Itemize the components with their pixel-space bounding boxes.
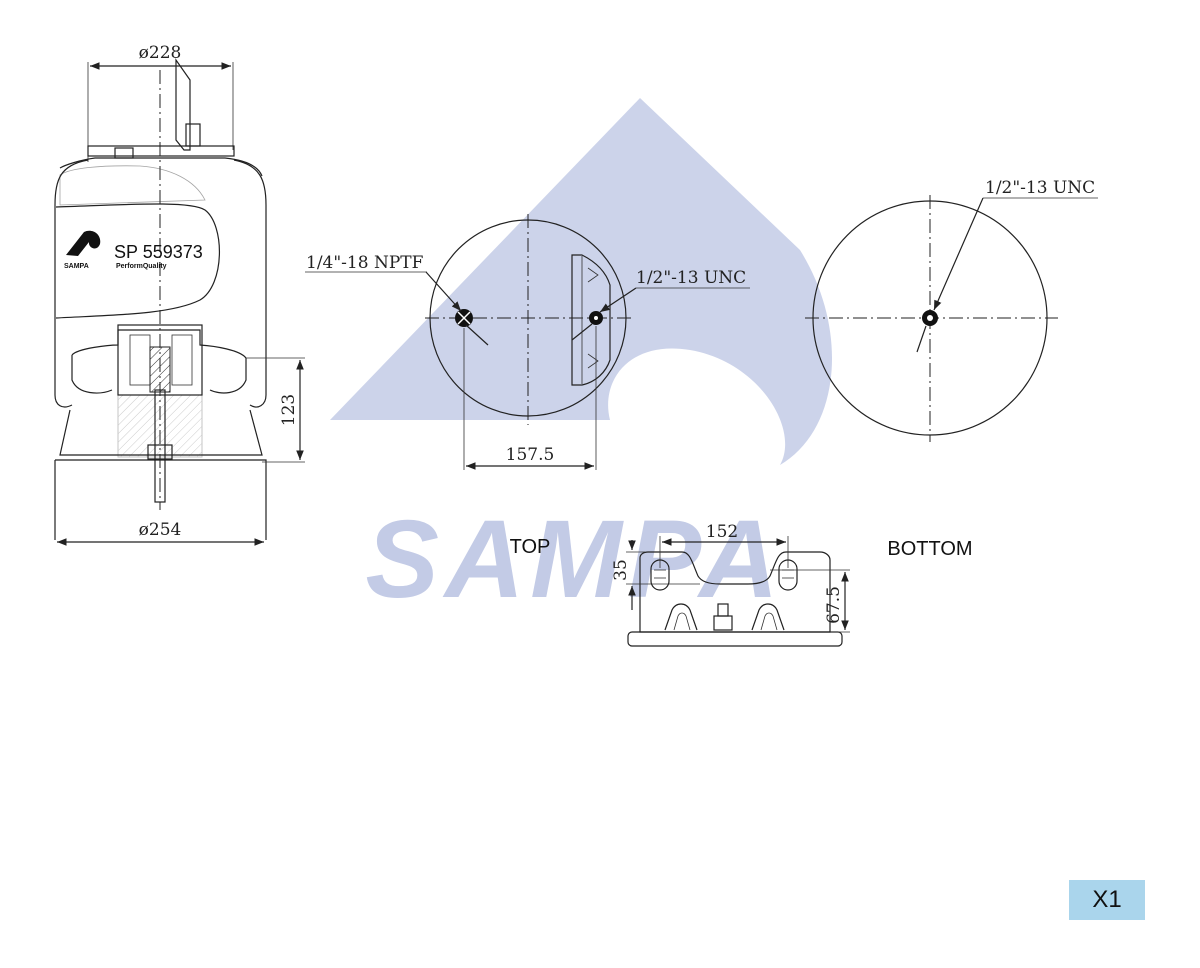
bottom-view-caption: BOTTOM — [887, 538, 972, 560]
air-fitting-thread-label: 1/4"-18 NPTF — [306, 253, 424, 273]
bracket-width-label: 152 — [706, 522, 738, 542]
quantity-badge: X1 — [1069, 880, 1145, 920]
bracket-height-label: 67.5 — [824, 586, 844, 624]
product-code: SP 559373 — [114, 242, 203, 262]
bracket-detail: 152 35 67.5 — [611, 522, 850, 647]
bottom-view: 1/2"-13 UNC BOTTOM — [805, 178, 1098, 560]
hole-spacing-label: 157.5 — [506, 445, 555, 465]
bracket-small-height-label: 35 — [611, 559, 631, 581]
top-stud-thread-label: 1/2"-13 UNC — [636, 268, 746, 288]
quantity-badge-label: X1 — [1092, 886, 1122, 913]
watermark-text: SAMPA — [365, 498, 784, 621]
brand-tagline: PerformQuality — [116, 263, 167, 270]
piston-height-label: 123 — [279, 394, 299, 426]
bottom-diameter-label: ø254 — [139, 520, 182, 540]
top-view-caption: TOP — [510, 536, 551, 558]
top-diameter-label: ø228 — [139, 43, 182, 63]
sampa-logo-icon — [66, 230, 101, 256]
side-view: ø228 SP 559373 SAMPA PerformQuality — [54, 43, 305, 546]
top-view: 1/4"-18 NPTF 1/2"-13 UNC 157.5 TOP — [305, 214, 750, 558]
bottom-stud-thread-label: 1/2"-13 UNC — [985, 178, 1095, 198]
brand-name: SAMPA — [64, 263, 89, 270]
watermark-drop-shape — [330, 98, 833, 465]
watermark-logo: SAMPA — [330, 98, 833, 621]
